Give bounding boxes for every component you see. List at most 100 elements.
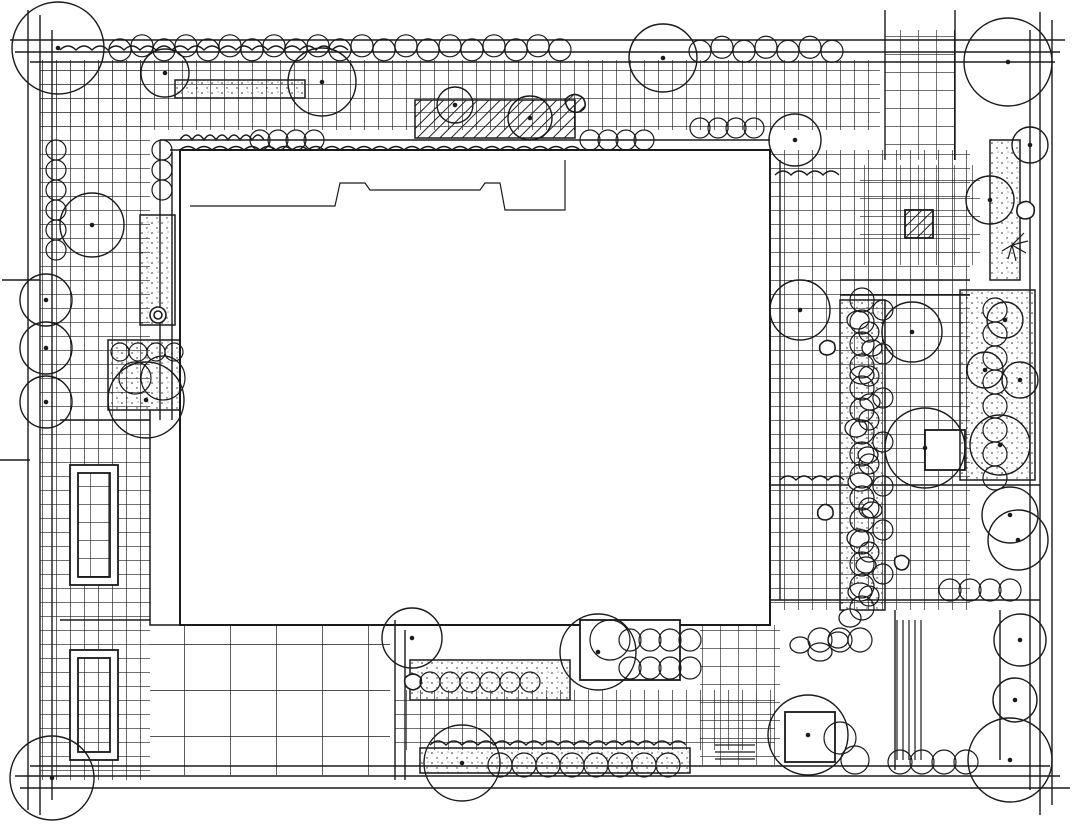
stepping-stone [857,446,879,464]
shrub [284,38,308,62]
paving-bottom-left-coarse [150,625,390,775]
shrub [688,39,712,63]
tree-canopy [436,86,474,124]
shrub [849,485,875,511]
shrub [820,39,844,63]
shrub [938,578,962,602]
stepping-stone [789,636,811,654]
shrub [526,34,550,58]
tree-canopy [19,321,73,375]
shrub [872,299,894,321]
shrub [118,361,152,395]
tree-canopy [381,607,443,669]
tree-trunk-dot [55,45,61,51]
shrub-row [59,45,845,746]
tree-canopy [423,724,501,802]
tree-trunk-dot [792,137,798,143]
shrub [438,34,462,58]
tree-canopy [1011,126,1049,164]
tree-canopy [986,301,1024,339]
shrub [579,129,601,151]
shrub [849,419,875,445]
tree-canopy [19,375,73,429]
tree-trunk-dot [1007,757,1013,763]
shrub [372,38,396,62]
shrub [872,387,894,409]
shrub [872,431,894,453]
tree-canopy [9,735,95,821]
shrub [858,453,880,475]
shrub [953,749,979,775]
boulder [149,93,1036,691]
shrub [658,656,682,680]
shrub [998,578,1022,602]
shrub [849,397,875,423]
tree-trunk-dot [143,397,149,403]
tree-canopy [287,47,357,117]
tree-canopy [769,279,831,341]
shrub [849,507,875,533]
shrub [707,117,729,139]
tree-trunk-dot [982,367,988,373]
shrub [108,38,132,62]
shrub [460,38,484,62]
shrub [840,745,870,775]
tree-trunk-dot [660,55,666,61]
shrub [849,573,875,599]
tree-trunk-dot [1027,142,1033,148]
shrub [823,721,857,755]
shrub [164,342,184,362]
shrub [858,585,880,607]
shrub [887,749,913,775]
shrub [858,409,880,431]
shrub [678,628,702,652]
shrub [615,129,637,151]
shrub [827,627,853,653]
tree-trunk-dot [459,760,465,766]
tree-canopy [507,95,553,141]
tree-trunk-dot [409,635,415,641]
shrub [732,39,756,63]
shrub [872,519,894,541]
tree-canopy [767,694,849,776]
shrub [743,117,765,139]
shrub [350,34,374,58]
shrub [152,38,176,62]
tree-trunk-dot [43,399,49,405]
tree-canopy [967,717,1053,803]
paving-right-lower-block [700,625,780,765]
shrub [416,38,440,62]
shrub [548,38,572,62]
shrub [958,578,982,602]
shrub [872,343,894,365]
tree-trunk-dot [43,297,49,303]
shrub [931,749,957,775]
shrub [978,578,1002,602]
tree-trunk-dot [987,197,993,203]
shrub [982,465,1008,491]
shrub [872,563,894,585]
tree-trunk-dot [909,329,915,335]
tree-trunk-dot [1002,317,1008,323]
shrub [140,355,186,401]
tree-trunk-dot [1012,697,1018,703]
shrub [849,309,875,335]
shrub [849,353,875,379]
shrub [655,752,681,778]
shrub [151,139,173,161]
tree-canopy [107,361,185,439]
tree-trunk-dot [595,649,601,655]
shrub [633,129,655,151]
shrub [285,129,307,151]
shrub [754,35,778,59]
shrub [849,529,875,555]
tree-trunk-dot [89,222,95,228]
shrub [240,38,264,62]
shrub [849,287,875,313]
tree-canopy [881,301,943,363]
shrub [218,34,242,58]
shrub [45,239,67,261]
shrub [394,34,418,58]
shrub [858,497,880,519]
